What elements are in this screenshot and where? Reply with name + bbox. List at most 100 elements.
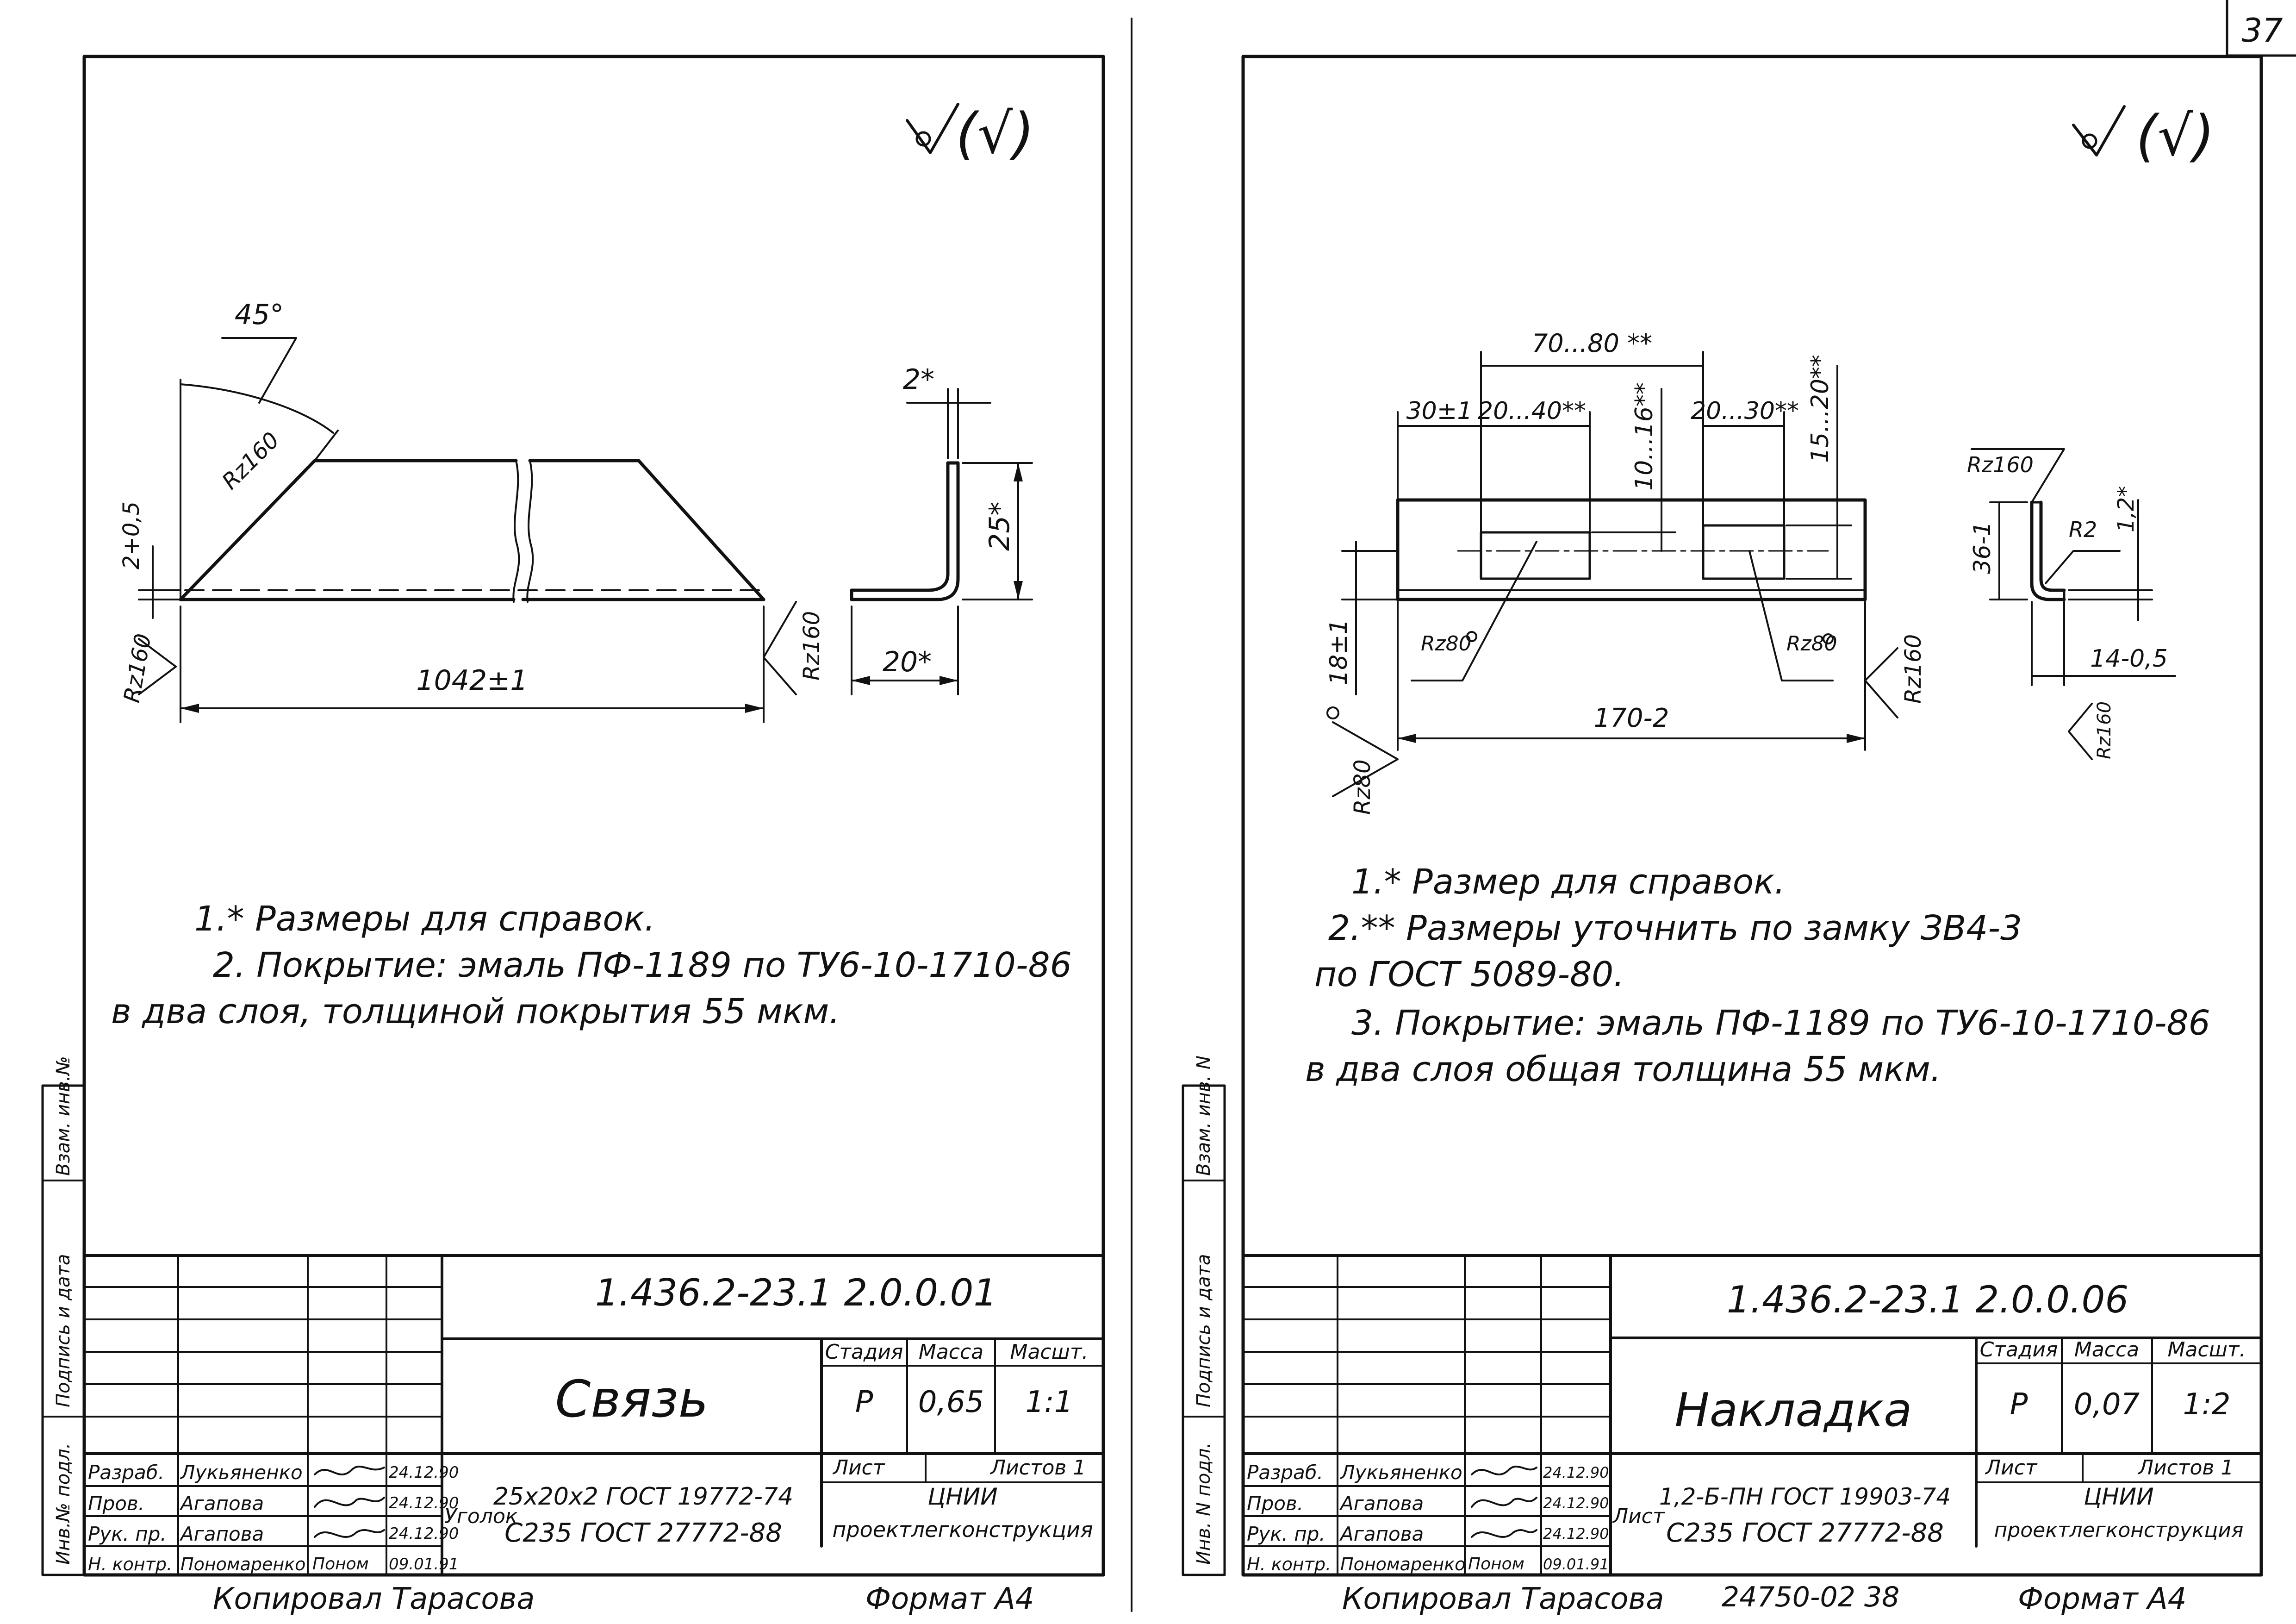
- left-note-2: 2. Покрытие: эмаль ПФ-1189 по ТУ6-10-171…: [213, 945, 1072, 985]
- left-signatures: [314, 1465, 385, 1538]
- right-dim-18: 18±1: [1325, 619, 1353, 685]
- right-org-2: проектлегконструкция: [1994, 1518, 2244, 1542]
- left-role-3: Рук. пр.: [88, 1523, 167, 1545]
- left-name-1: Лукьяненко: [180, 1461, 303, 1484]
- left-copied-by: Копировал Тарасова: [213, 1582, 535, 1616]
- left-name-3: Агапова: [179, 1523, 264, 1545]
- right-dim-10-16: 10...16**: [1630, 382, 1658, 491]
- left-note-3: в два слоя, толщиной покрытия 55 мкм.: [111, 992, 840, 1031]
- left-note-1: 1.* Размеры для справок.: [194, 899, 655, 939]
- right-org-1: ЦНИИ: [2084, 1483, 2153, 1510]
- right-dim-170: 170-2: [1594, 703, 1669, 733]
- left-name-4: Пономаренко: [180, 1554, 305, 1574]
- right-role-3: Рук. пр.: [1247, 1523, 1325, 1545]
- left-dim-height-tol: 2+0,5: [118, 501, 144, 569]
- left-scale-header: Масшт.: [1010, 1340, 1089, 1364]
- left-date-4: 09.01.91: [389, 1555, 459, 1574]
- right-stage-header: Стадия: [1980, 1338, 2058, 1362]
- left-date-3: 24.12.90: [389, 1524, 459, 1543]
- left-material-label: Уголок: [444, 1505, 518, 1528]
- right-note-5: в два слоя общая толщина 55 мкм.: [1305, 1049, 1941, 1089]
- right-side-label-sign: Подпись и дата: [1193, 1254, 1214, 1407]
- left-sig-4: Поном: [312, 1555, 369, 1574]
- right-dim-30: 30±1: [1406, 397, 1473, 425]
- right-dim-36: 36-1: [1969, 522, 1996, 574]
- right-name-4: Пономаренко: [1340, 1554, 1465, 1574]
- right-mass: 0,07: [2074, 1387, 2140, 1422]
- left-side-label-sign: Подпись и дата: [53, 1254, 74, 1407]
- right-roughness-text: (√): [2136, 104, 2215, 169]
- right-role-4: Н. контр.: [1247, 1554, 1331, 1574]
- right-sheet: Инв. N подл. Подпись и дата Взам. инв. N…: [1182, 55, 2263, 1616]
- left-stage: Р: [855, 1385, 873, 1419]
- left-material-2: С235 ГОСТ 27772-88: [504, 1518, 782, 1548]
- left-side-strip: [41, 1084, 86, 1576]
- left-dim-angle: 45°: [235, 299, 284, 331]
- left-role-2: Пров.: [88, 1492, 144, 1515]
- right-role-2: Пров.: [1247, 1492, 1303, 1515]
- right-signatures: [1471, 1465, 1537, 1538]
- right-dim-1-2: 1,2*: [2113, 486, 2139, 532]
- left-sheets-header: Листов 1: [989, 1456, 1086, 1480]
- right-material-label: Лист: [1612, 1505, 1665, 1528]
- right-date-3: 24.12.90: [1543, 1525, 1609, 1543]
- right-rz160-bot: Rz160: [2094, 701, 2115, 759]
- left-sheet-header: Лист: [832, 1456, 885, 1480]
- right-part-main-view: 70...80 ** 30±1 20...40** 20...30** 10..…: [1325, 329, 1926, 815]
- right-name-3: Агапова: [1339, 1523, 1424, 1545]
- left-roughness-text: (√): [956, 102, 1034, 166]
- right-note-2: 2.** Размеры уточнить по замку ЗВ4-3: [1328, 908, 2022, 948]
- right-rz80-a: Rz80: [1421, 632, 1472, 656]
- left-doc-code: 1.436.2-23.1 2.0.0.01: [595, 1271, 997, 1314]
- right-note-1: 1.* Размер для справок.: [1351, 862, 1785, 902]
- left-stage-header: Стадия: [825, 1340, 903, 1364]
- left-material-1: 25x20x2 ГОСТ 19772-74: [493, 1483, 793, 1511]
- right-doc-code: 1.436.2-23.1 2.0.0.06: [1727, 1278, 2129, 1321]
- right-date-4: 09.01.91: [1543, 1555, 1609, 1573]
- right-dim-15-20: 15...20**: [1806, 355, 1834, 463]
- right-format: Формат А4: [2018, 1582, 2187, 1616]
- right-note-3: по ГОСТ 5089-80.: [1314, 955, 1624, 994]
- right-role-1: Разраб.: [1247, 1461, 1323, 1484]
- left-side-label-inv: Инв.№ подл.: [53, 1443, 74, 1565]
- right-notes: 1.* Размер для справок. 2.** Размеры уто…: [1305, 862, 2210, 1089]
- right-roughness-mark: (√): [2072, 104, 2215, 169]
- left-dim-flange-h: 20*: [883, 646, 932, 678]
- right-date-2: 24.12.90: [1543, 1494, 1609, 1512]
- right-dim-14: 14-0,5: [2090, 645, 2168, 673]
- right-name-1: Лукьяненко: [1339, 1461, 1462, 1484]
- left-part-section-view: 2* 25* 20*: [850, 363, 1033, 695]
- right-side-strip: [1182, 1084, 1226, 1576]
- right-side-label-repl: Взам. инв. N: [1193, 1056, 1214, 1176]
- left-part-main-view: 45° Rz160 2+0,5 Rz160 Rz160 1042±1: [118, 299, 825, 723]
- left-org-1: ЦНИИ: [927, 1483, 997, 1510]
- right-stage: Р: [2010, 1387, 2028, 1422]
- left-rz-edge: Rz160: [217, 427, 285, 495]
- right-dim-20-40: 20...40**: [1478, 397, 1586, 425]
- right-name-2: Агапова: [1339, 1492, 1424, 1515]
- right-part-section-view: 36-1 Rz160 R2 1,2* 14-0,5 Rz160: [1967, 448, 2176, 760]
- page-number-box: 37: [2226, 0, 2296, 57]
- right-sheets-header: Листов 1: [2137, 1456, 2234, 1480]
- left-role-1: Разраб.: [88, 1461, 164, 1484]
- right-r2: R2: [2069, 517, 2097, 542]
- right-part-name: Накладка: [1675, 1383, 1912, 1437]
- right-sig-4: Поном: [1468, 1555, 1524, 1574]
- left-title-block: 1.436.2-23.1 2.0.0.01 Связь Стадия Масса…: [83, 1254, 1105, 1576]
- right-dim-70-80: 70...80 **: [1532, 329, 1652, 358]
- right-date-1: 24.12.90: [1543, 1464, 1609, 1481]
- right-side-label-inv: Инв. N подл.: [1193, 1443, 1214, 1565]
- right-mass-header: Масса: [2074, 1338, 2139, 1362]
- left-mass: 0,65: [918, 1385, 984, 1419]
- page-number: 37: [2241, 12, 2283, 50]
- left-mass-header: Масса: [919, 1340, 983, 1364]
- left-format: Формат А4: [865, 1582, 1034, 1616]
- right-title-block: 1.436.2-23.1 2.0.0.06 Накладка Стадия Ма…: [1242, 1254, 2263, 1576]
- right-rz80-c: Rz80: [1350, 759, 1375, 815]
- left-role-4: Н. контр.: [88, 1554, 172, 1574]
- left-part-name: Связь: [555, 1369, 708, 1429]
- right-sheet-header: Лист: [1985, 1456, 2038, 1480]
- right-note-4: 3. Покрытие: эмаль ПФ-1189 по ТУ6-10-171…: [1351, 1003, 2210, 1043]
